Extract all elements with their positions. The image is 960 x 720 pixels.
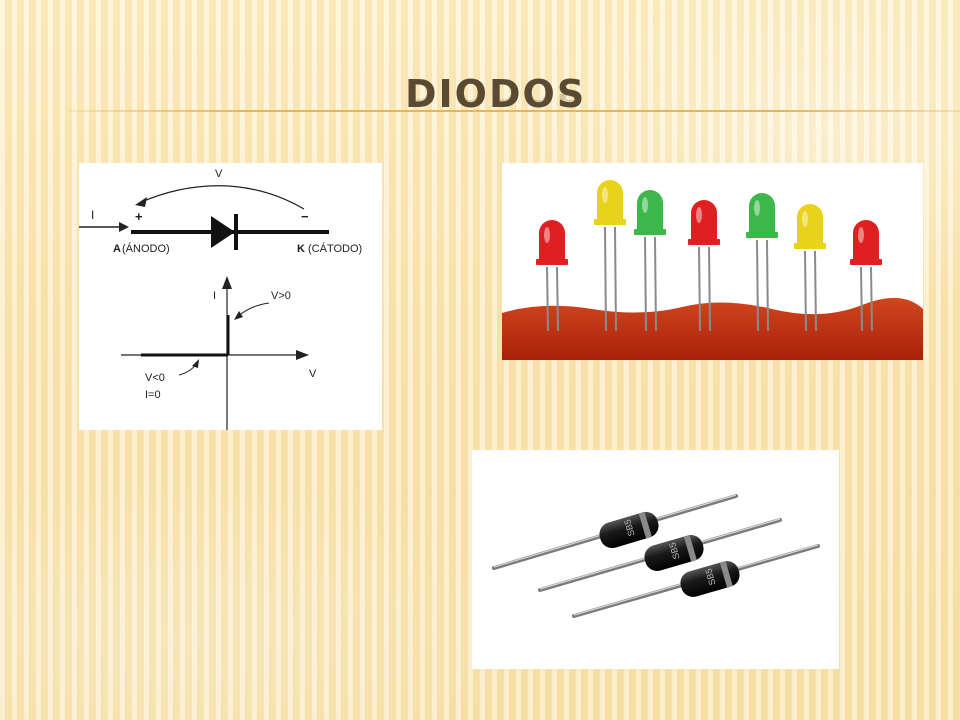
voltage-axis-arrowhead: [296, 350, 309, 360]
axis-v-label: V: [309, 368, 317, 380]
diode-schematic-image: V I + − A (ÁNODO) K (CÁTODO) I V V>0 V<0…: [79, 163, 382, 430]
rectifier-diode: SB5: [538, 518, 782, 592]
cathode-label: (CÁTODO): [308, 242, 362, 255]
axis-i-label: I: [213, 290, 216, 302]
led: [794, 204, 826, 332]
plus-sign: +: [135, 209, 143, 224]
foam-base: [502, 297, 923, 360]
current-label: I: [91, 208, 94, 222]
slide-title: DIODOS: [405, 72, 587, 116]
forward-pointer-head: [234, 311, 243, 320]
reverse-current-label: I=0: [145, 389, 161, 401]
led: [746, 193, 778, 332]
title-divider: [70, 110, 960, 112]
slide-title-reflection: DIODOS: [405, 94, 586, 112]
reverse-voltage-label: V<0: [145, 372, 165, 384]
anode-label: (ÁNODO): [122, 242, 170, 255]
current-arrowhead: [119, 222, 129, 232]
rectifier-diode: SB5: [572, 544, 820, 618]
reverse-pointer-head: [192, 359, 199, 368]
led: [594, 180, 626, 332]
diode-marking: SB5: [667, 541, 681, 560]
diode-marking: SB5: [622, 518, 636, 537]
led: [688, 200, 720, 332]
current-axis-arrowhead: [222, 276, 232, 289]
forward-pointer: [236, 302, 270, 318]
led: [634, 190, 666, 332]
rectifier-diode: SB5: [492, 494, 738, 570]
voltage-arc: [138, 185, 305, 210]
voltage-arc-arrowhead: [135, 197, 147, 207]
anode-letter: A: [113, 243, 121, 255]
forward-label: V>0: [271, 290, 291, 302]
diode-marking: SB5: [703, 567, 717, 586]
led: [536, 220, 568, 332]
led: [850, 220, 882, 332]
cathode-letter: K: [297, 243, 305, 255]
minus-sign: −: [301, 209, 309, 224]
leds-photo: [502, 163, 923, 360]
voltage-label: V: [215, 168, 223, 180]
diode-triangle: [211, 216, 235, 248]
